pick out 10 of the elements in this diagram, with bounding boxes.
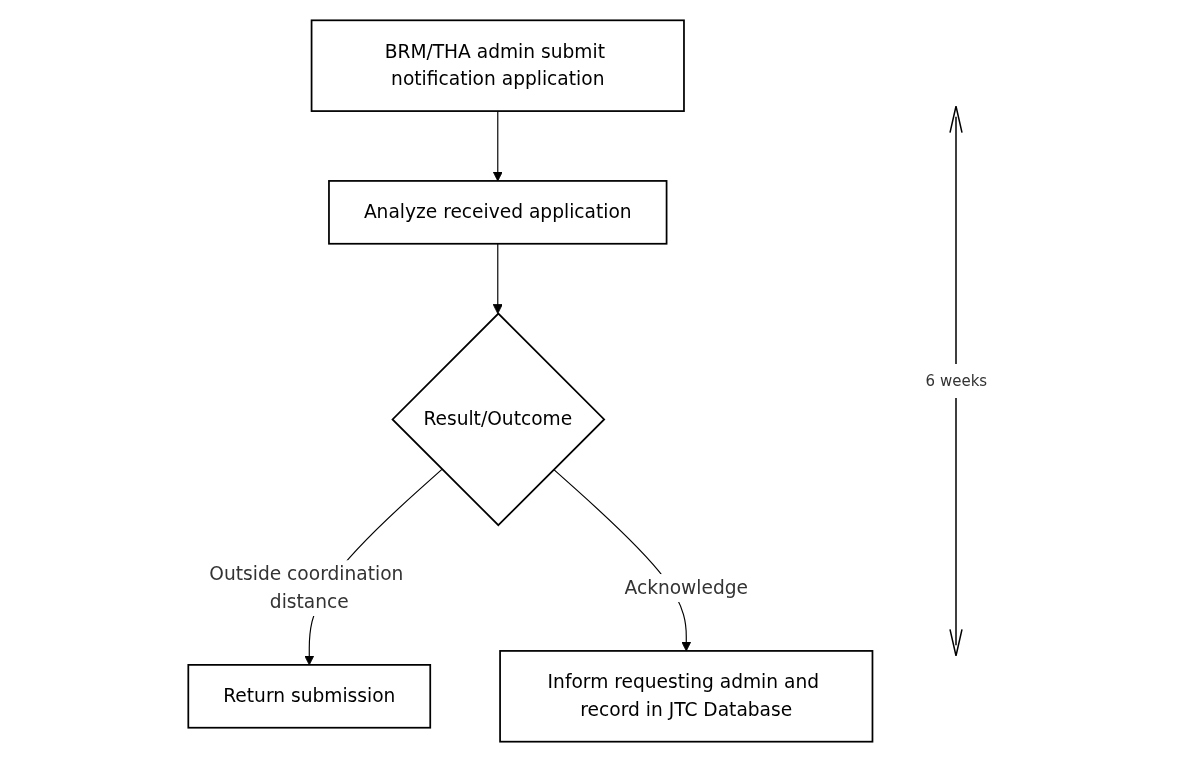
arrow	[492, 110, 503, 182]
arrow	[492, 243, 503, 315]
node-box: BRM/THA admin submit notification application	[310, 19, 685, 112]
node-box: Inform requesting admin and record in JTC Database	[498, 650, 873, 743]
node-box: Return submission	[187, 664, 431, 729]
edge-label: Acknowledge	[624, 576, 748, 599]
node-diamond: Result/Outcome	[390, 312, 605, 527]
node-box: Analyze received application	[327, 180, 668, 245]
edge-label: Outside coordination distance	[208, 562, 403, 613]
duration-label: 6 weeks	[925, 371, 988, 392]
